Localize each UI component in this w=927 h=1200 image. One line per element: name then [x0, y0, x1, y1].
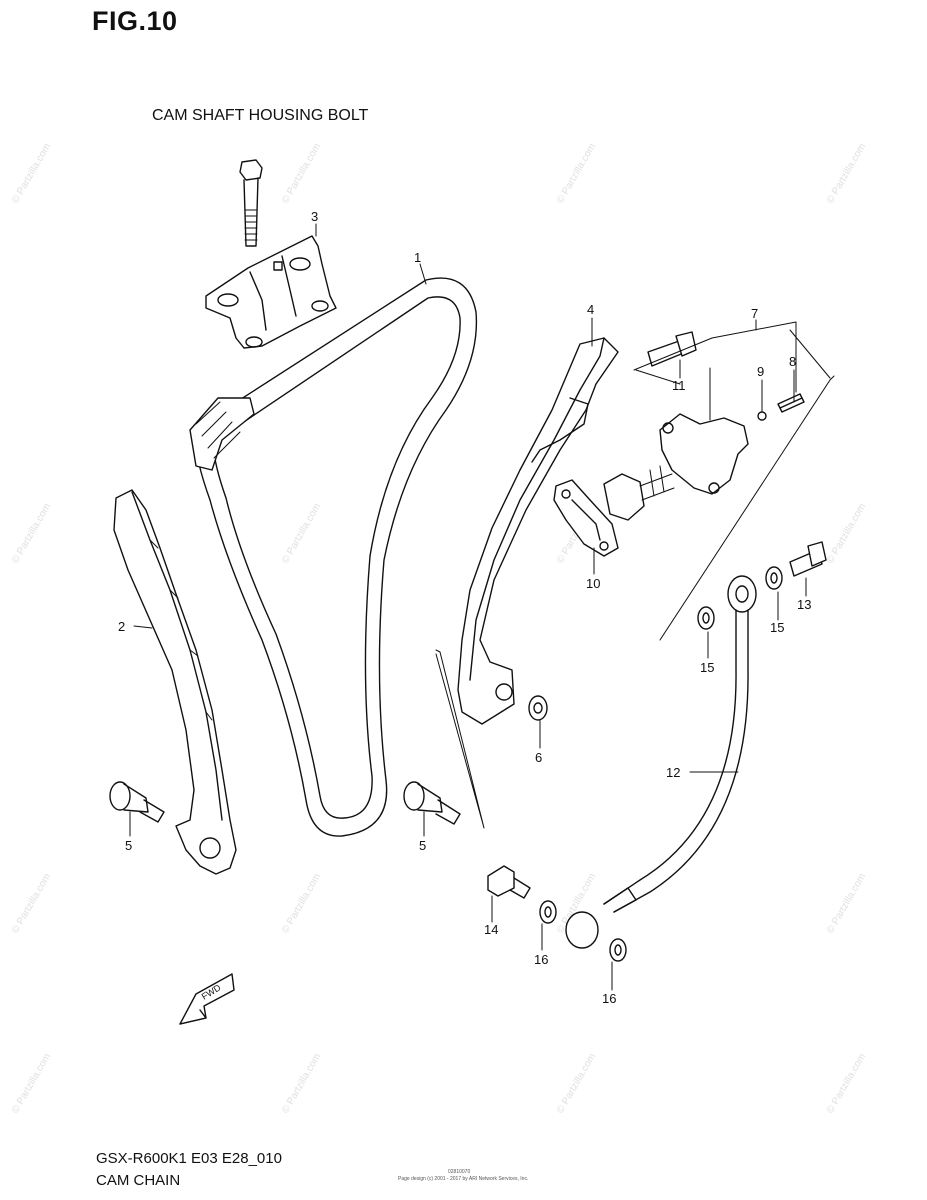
figure-code: 02810070 — [448, 1169, 471, 1175]
callout-13[interactable]: 13 — [797, 597, 811, 612]
figure-title: FIG.10 — [92, 6, 178, 36]
spring-no8[interactable] — [777, 393, 805, 413]
oil-pipe-bolt-no13[interactable] — [789, 541, 827, 577]
diagram-title: CAM CHAIN — [96, 1172, 181, 1189]
callout-5-right[interactable]: 5 — [419, 838, 426, 853]
cam-shaft-housing-bolt[interactable] — [239, 159, 263, 247]
callout-16-lower[interactable]: 16 — [602, 991, 616, 1006]
callout-9[interactable]: 9 — [757, 364, 764, 379]
ball-no9[interactable] — [757, 411, 767, 421]
copyright-line: Page design (c) 2001 - 2017 by ARI Netwo… — [398, 1176, 529, 1182]
washer-no16-upper[interactable] — [539, 900, 557, 924]
cam-chain-guide-no3[interactable] — [205, 235, 337, 349]
callout-8[interactable]: 8 — [789, 354, 796, 369]
washer-no15-upper[interactable] — [765, 566, 783, 590]
callout-15-upper[interactable]: 15 — [770, 620, 784, 635]
cam-chain-guide-no2[interactable] — [113, 489, 237, 875]
cam-chain-guide-no4[interactable] — [457, 337, 619, 725]
guide-bolt-right[interactable] — [403, 781, 461, 825]
model-code: GSX-R600K1 E03 E28_010 — [96, 1150, 282, 1167]
callout-3[interactable]: 3 — [311, 209, 318, 224]
callout-10[interactable]: 10 — [586, 576, 600, 591]
callout-4[interactable]: 4 — [587, 302, 594, 317]
callout-2[interactable]: 2 — [118, 619, 125, 634]
tensioner-oil-pipe[interactable] — [565, 575, 757, 949]
callout-16-upper[interactable]: 16 — [534, 952, 548, 967]
callout-1[interactable]: 1 — [414, 250, 421, 265]
callout-12[interactable]: 12 — [666, 765, 680, 780]
callout-leader-lines — [129, 223, 807, 991]
callout-6[interactable]: 6 — [535, 750, 542, 765]
cam-chain[interactable] — [189, 277, 478, 837]
guide-bolt-left[interactable] — [109, 781, 165, 823]
assembly-guide-lines — [435, 321, 835, 829]
callout-5-left[interactable]: 5 — [125, 838, 132, 853]
oil-pipe-bolt-no14[interactable] — [487, 865, 531, 899]
callout-7[interactable]: 7 — [751, 306, 758, 321]
tensioner-bolt-no11[interactable] — [647, 331, 697, 367]
tensioner-gasket-no10[interactable] — [553, 479, 619, 557]
fwd-arrow-icon: FWD — [179, 973, 235, 1025]
callout-11[interactable]: 11 — [672, 378, 686, 393]
callout-15-lower[interactable]: 15 — [700, 660, 714, 675]
washer-no16-lower[interactable] — [609, 938, 627, 962]
callout-14[interactable]: 14 — [484, 922, 498, 937]
cam-shaft-housing-bolt-label: CAM SHAFT HOUSING BOLT — [152, 107, 369, 124]
washer-no6[interactable] — [528, 695, 548, 721]
washer-no15-lower[interactable] — [697, 606, 715, 630]
cam-chain-tensioner-assembly[interactable] — [603, 413, 749, 521]
callout-labels: 1 2 3 4 5 5 6 7 8 9 10 11 12 13 14 15 15… — [118, 209, 811, 1006]
